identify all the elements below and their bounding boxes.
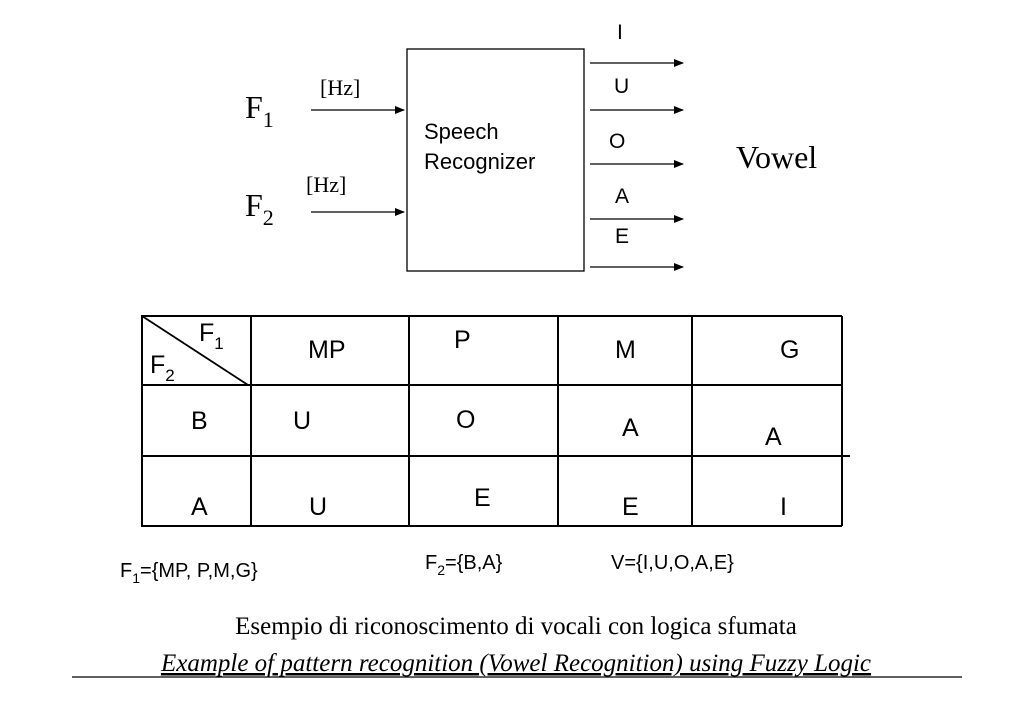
output-label-e: E [615,225,629,248]
input-f2-label: F2 [245,187,274,230]
cell-a-p: E [474,484,491,512]
rule-table: F1 F2 MP P M G B U O A A A U E E I [141,315,850,527]
output-label-u: U [614,75,629,98]
block-diagram: F1 [Hz] F2 [Hz] Speech Recognizer I U O … [245,21,817,272]
recognizer-box [406,48,585,272]
set-definitions: F1={MP, P,M,G} F2={B,A} V={I,U,O,A,E} [120,552,734,586]
set-f2: F2={B,A} [425,552,503,578]
output-label-a: A [615,185,629,208]
corner-label-f2: F2 [150,351,175,385]
cell-b-m: A [622,414,639,442]
cell-b-mp: U [293,407,311,435]
recognizer-label-line2: Recognizer [424,149,535,174]
set-f1: F1={MP, P,M,G} [120,560,258,586]
table-grid [141,315,850,527]
captions: Esempio di riconoscimento di vocali con … [72,613,962,678]
output-label-i: I [617,21,623,44]
input-f1-unit: [Hz] [320,75,360,100]
col-header-m: M [615,336,636,364]
caption-italian: Esempio di riconoscimento di vocali con … [235,613,797,640]
input-f2-unit: [Hz] [306,172,346,197]
caption-english: Example of pattern recognition (Vowel Re… [160,650,871,677]
corner-label-f1: F1 [199,319,224,353]
row-label-b: B [191,407,208,435]
col-header-g: G [780,336,799,364]
set-v: V={I,U,O,A,E} [611,552,734,574]
cell-a-g: I [780,493,787,521]
row-label-a: A [191,493,208,521]
output-labels: I U O A E [609,21,629,248]
output-arrows [590,59,684,271]
input-f2: F2 [Hz] [245,172,405,230]
table-corner-diagonal [141,315,249,386]
input-f1: F1 [Hz] [245,75,405,132]
col-header-mp: MP [308,336,346,364]
recognizer-label-line1: Speech [424,119,499,144]
cell-a-mp: U [309,493,327,521]
cell-b-g: A [765,423,782,451]
col-header-p: P [454,326,471,354]
input-f1-label: F1 [245,89,274,132]
output-vowel-label: Vowel [736,139,817,175]
cell-b-p: O [456,406,475,434]
cell-a-m: E [622,493,639,521]
output-label-o: O [609,130,625,153]
